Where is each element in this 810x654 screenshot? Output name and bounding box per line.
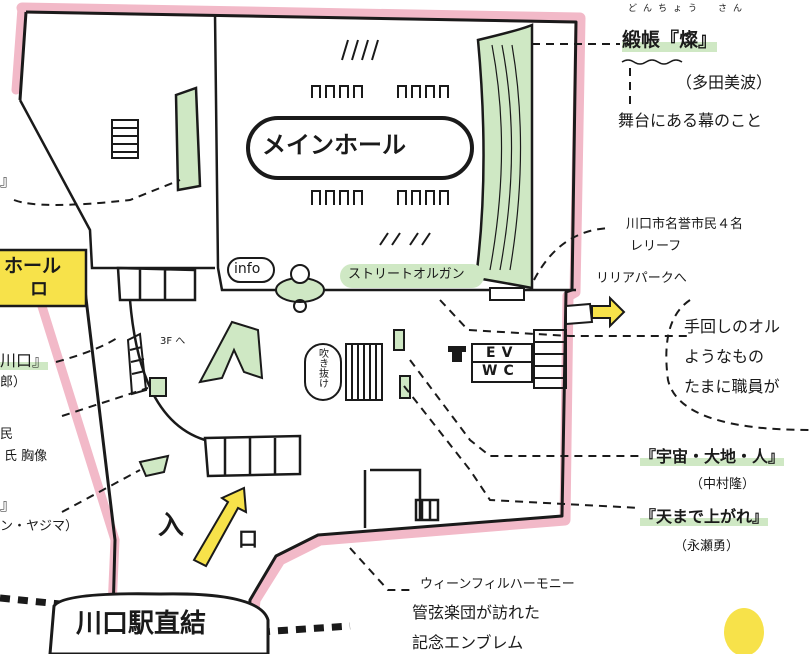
stair-3f-label: 3F へ: [160, 336, 186, 347]
ev-label: EV: [486, 345, 519, 361]
main-hall-wall: [213, 13, 576, 292]
lilia-park-label[interactable]: リリアパークへ: [596, 271, 687, 286]
arrow-right-icon[interactable]: [565, 295, 626, 329]
left-label-1: 』: [0, 171, 17, 190]
curtain-title: 緞帳『燦』: [622, 29, 718, 52]
atrium-oval: [304, 343, 342, 401]
vienna-line-3: 記念エンブレム: [412, 633, 524, 652]
curtain-ruby: どんちょう さん: [628, 4, 749, 14]
left-label-6: 』: [0, 495, 17, 514]
station-banner: [48, 592, 270, 654]
organ-note-line-1: 手回しのオル: [684, 317, 781, 336]
atrium-stair: [345, 343, 383, 401]
organ-icon: [275, 264, 325, 313]
organ-keyboard: [489, 287, 525, 301]
phone-icon: [448, 346, 466, 362]
atrium-label: 吹き抜け: [316, 348, 328, 388]
wc-box: [471, 361, 533, 383]
left-label-3: 郎）: [0, 375, 27, 390]
building-wall-pink-left: [11, 3, 120, 654]
organ-note-line-2: ようなもの: [684, 347, 765, 366]
small-hall-label: ホール: [4, 255, 62, 277]
street-organ-label: ストリートオルガン: [348, 267, 465, 282]
building-outline-left: [18, 11, 117, 654]
curtain-note: 舞台にある幕のこと: [618, 111, 763, 130]
relief-sub: レリーフ: [630, 239, 682, 254]
vienna-line-2: 管弦楽団が訪れた: [412, 603, 541, 622]
leader-lines: [13, 43, 690, 591]
lobby-counter: [116, 266, 440, 528]
sculpture2-title: 『天まで上がれ』: [640, 507, 769, 527]
sculpture-uchu: [198, 320, 264, 384]
relief-title: 川口市名誉市民４名: [626, 217, 744, 232]
main-hall-label: メインホール: [262, 131, 406, 159]
organ-note-line-3: たまに職員が: [684, 377, 780, 396]
ev-side-stair: [533, 329, 567, 389]
organ-note-bubble: [665, 299, 810, 431]
left-label-2: 川口』: [0, 351, 49, 371]
entrance-out-label: 口: [238, 527, 258, 551]
stair-icon: [126, 332, 148, 396]
sculpture1-author: （中村隆）: [690, 477, 756, 492]
small-hall-seats: [111, 119, 139, 159]
left-label-5: 氏 胸像: [4, 449, 48, 464]
entrance-in-label: 入: [158, 511, 185, 541]
arrow-up-icon[interactable]: [192, 486, 248, 568]
building-outline: [25, 10, 578, 654]
small-hall-sublabel: ロ: [30, 279, 48, 300]
station-track: [0, 594, 351, 636]
bust-statue: [138, 329, 411, 478]
station-label: 川口駅直結: [76, 609, 207, 639]
small-hall-label-box: [0, 248, 88, 308]
left-label-4: 民: [0, 427, 14, 442]
wc-label: WC: [482, 363, 520, 379]
stage-curtain-pattern: [489, 44, 522, 271]
left-label-7: ン・ヤジマ）: [0, 519, 79, 534]
street-organ-highlight: [340, 264, 484, 288]
small-hall-stage: [174, 86, 202, 192]
sculpture1-title: 『宇宙・大地・人』: [640, 447, 785, 467]
yellow-dot: [724, 608, 764, 654]
sculpture2-author: （永瀬勇）: [674, 539, 740, 554]
building-wall-pink: [16, 2, 586, 654]
curtain-wavy-underline: [621, 59, 683, 65]
info-label[interactable]: info: [234, 261, 261, 277]
vienna-line-1: ウィーンフィルハーモニー: [420, 577, 575, 592]
info-capsule: [227, 257, 275, 283]
main-hall-label-capsule: [246, 116, 474, 180]
curtain-author: （多田美波）: [676, 73, 773, 92]
main-hall-seats: [311, 39, 449, 246]
